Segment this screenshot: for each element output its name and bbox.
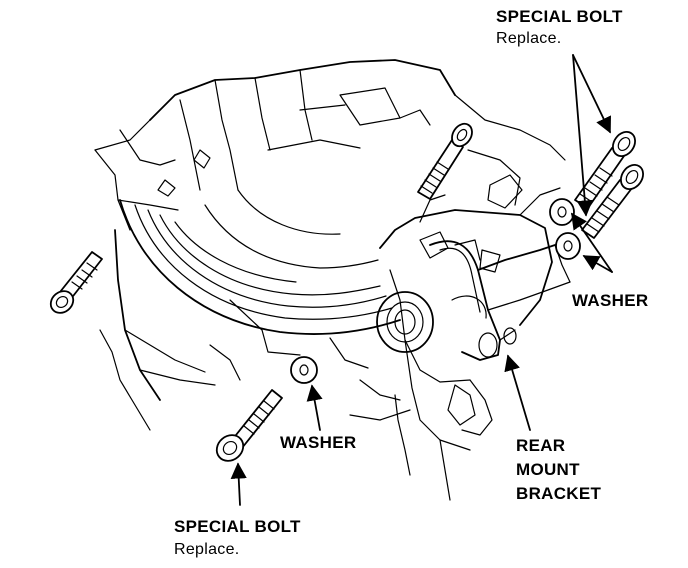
right-washer-label: WASHER bbox=[572, 291, 649, 310]
top-bolt-title: SPECIAL BOLT bbox=[496, 7, 623, 26]
rear-mount-bracket bbox=[429, 240, 571, 361]
center-washer-label: WASHER bbox=[280, 433, 357, 452]
bracket-label-line1: REAR bbox=[516, 436, 566, 455]
leader-arrows bbox=[230, 54, 613, 506]
top-bolt-note: Replace. bbox=[496, 30, 562, 47]
special-bolt-bottom bbox=[215, 389, 283, 462]
washer-pair-right bbox=[549, 198, 581, 260]
engine-block bbox=[94, 59, 566, 501]
special-bolt-pair-right bbox=[574, 131, 644, 239]
upper-center-bolt bbox=[417, 122, 473, 200]
washer-center bbox=[290, 356, 318, 384]
bottom-bolt-title: SPECIAL BOLT bbox=[174, 517, 301, 536]
bracket-label-line3: BRACKET bbox=[516, 484, 602, 503]
left-bolt bbox=[49, 251, 103, 314]
bottom-bolt-note: Replace. bbox=[174, 541, 240, 558]
bracket-label-line2: MOUNT bbox=[516, 460, 580, 479]
